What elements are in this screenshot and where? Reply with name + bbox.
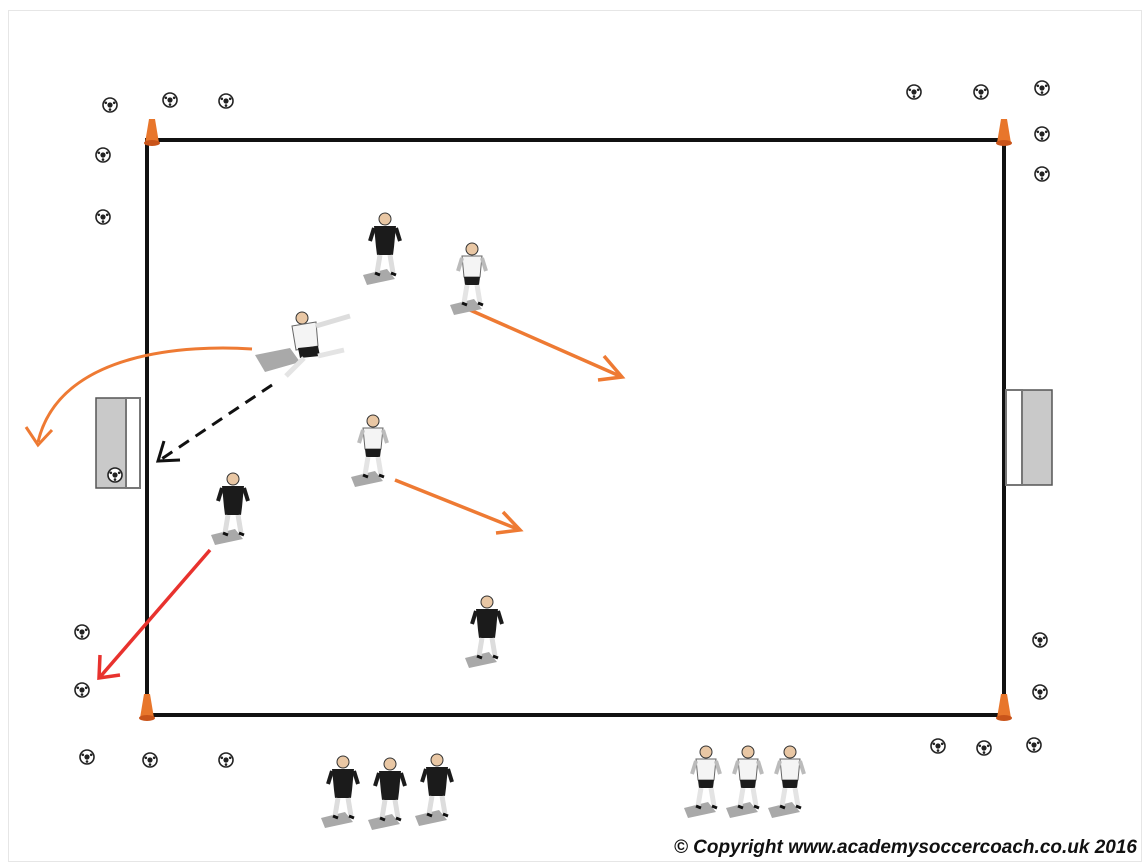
white-player-icon bbox=[684, 746, 720, 818]
soccer-ball-icon bbox=[80, 750, 94, 764]
cone-icon bbox=[144, 119, 160, 146]
black-team-queue bbox=[321, 754, 452, 830]
soccer-ball-icon bbox=[75, 625, 89, 639]
pitch-boundary bbox=[147, 140, 1004, 715]
soccer-ball-icon bbox=[163, 93, 177, 107]
soccer-ball-icon bbox=[96, 210, 110, 224]
cone-icon bbox=[996, 119, 1012, 146]
black-player-icon bbox=[368, 758, 405, 830]
soccer-ball-icon bbox=[143, 753, 157, 767]
soccer-ball-icon bbox=[1035, 167, 1049, 181]
black-player-icon bbox=[321, 756, 358, 828]
soccer-ball-icon bbox=[1035, 81, 1049, 95]
soccer-ball-icon bbox=[103, 98, 117, 112]
white-player-icon bbox=[351, 415, 387, 487]
cone-icon bbox=[996, 694, 1012, 721]
black-player-icon bbox=[415, 754, 452, 826]
white-player-kicking-icon bbox=[255, 312, 350, 376]
ball-group-top-right bbox=[907, 81, 1049, 181]
soccer-ball-icon bbox=[1033, 685, 1047, 699]
copyright-text: © Copyright www.academysoccercoach.co.uk… bbox=[674, 837, 1137, 859]
black-player-icon bbox=[363, 213, 400, 285]
soccer-ball-icon bbox=[219, 753, 233, 767]
ball-group-top-left bbox=[96, 93, 233, 224]
cone-icon bbox=[139, 694, 155, 721]
soccer-ball-icon bbox=[219, 94, 233, 108]
soccer-ball-icon bbox=[974, 85, 988, 99]
white-player-icon bbox=[768, 746, 804, 818]
soccer-ball-icon bbox=[907, 85, 921, 99]
right-goal-icon bbox=[1006, 390, 1052, 485]
white-player-icon bbox=[450, 243, 486, 315]
white-team-queue bbox=[684, 746, 804, 818]
left-goal-icon bbox=[96, 398, 140, 488]
soccer-ball-icon bbox=[75, 683, 89, 697]
ball-group-bottom-right bbox=[931, 633, 1047, 755]
soccer-ball-icon bbox=[977, 741, 991, 755]
black-player-icon bbox=[465, 596, 502, 668]
dribble-arrow bbox=[99, 550, 210, 678]
pass-arrow-dashed bbox=[158, 385, 272, 461]
soccer-ball-icon bbox=[1035, 127, 1049, 141]
soccer-ball-icon bbox=[931, 739, 945, 753]
run-arrow-middle bbox=[395, 480, 520, 533]
soccer-ball-icon bbox=[96, 148, 110, 162]
ball-group-bottom-left bbox=[75, 625, 233, 767]
soccer-ball-icon bbox=[1033, 633, 1047, 647]
white-player-icon bbox=[726, 746, 762, 818]
soccer-ball-icon bbox=[1027, 738, 1041, 752]
run-arrow-top bbox=[470, 310, 622, 380]
black-player-icon bbox=[211, 473, 248, 545]
